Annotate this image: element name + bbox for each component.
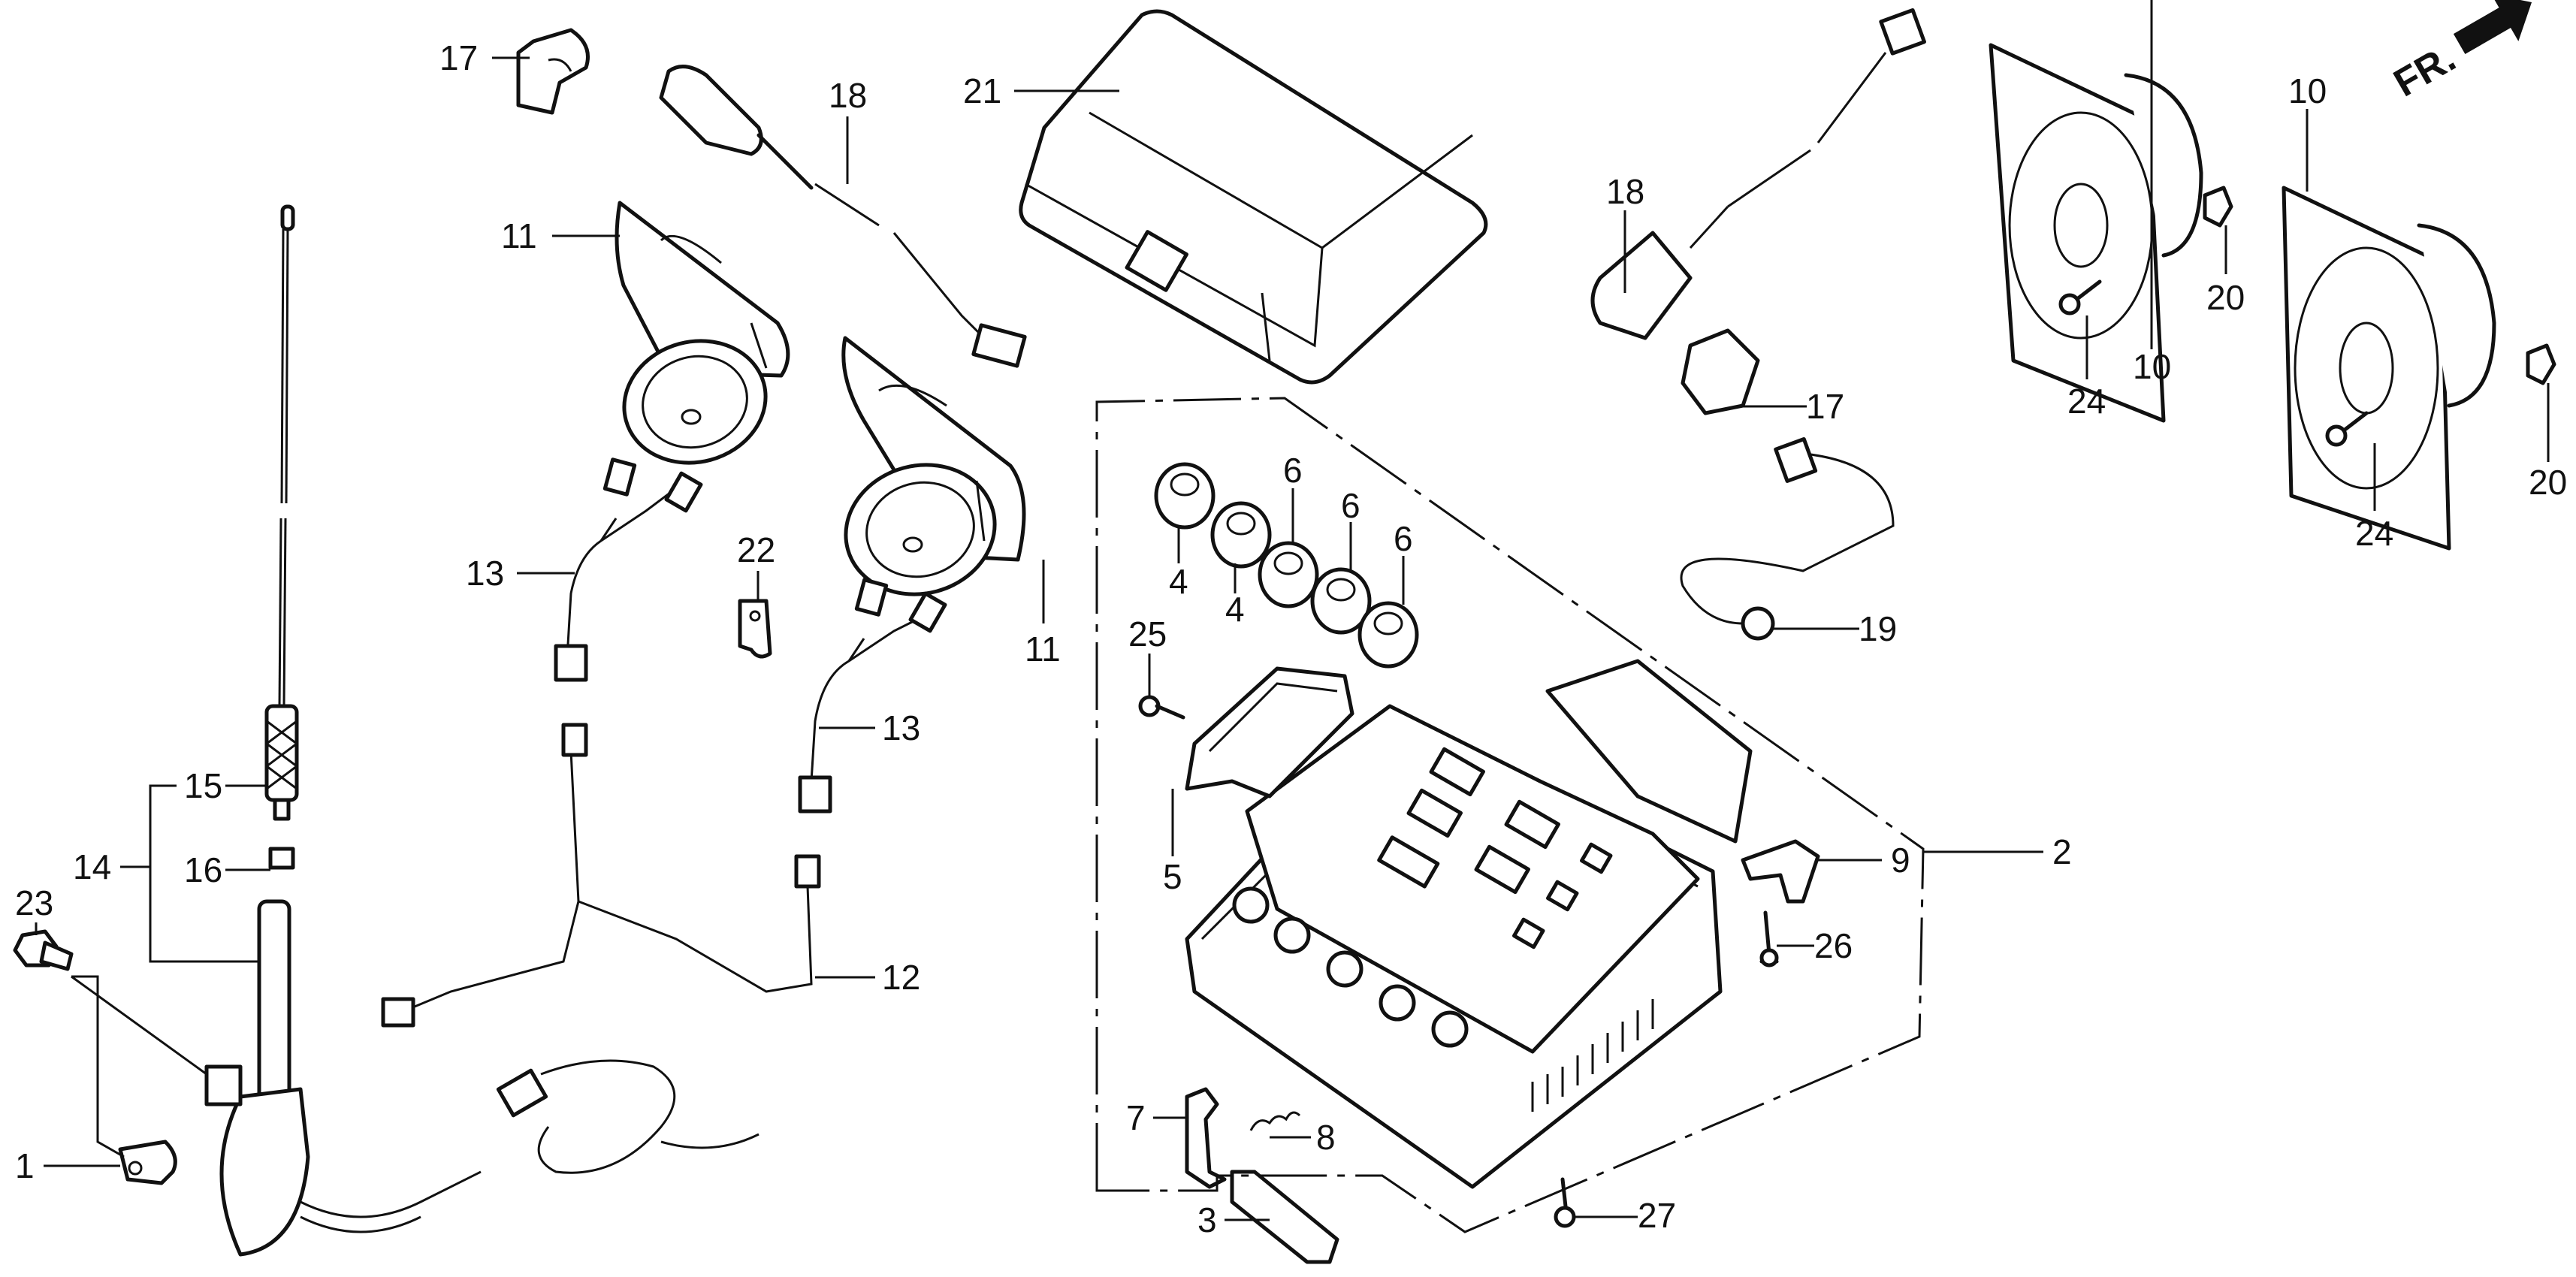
callout-6b: 6: [1341, 486, 1360, 525]
callout-6c: 6: [1394, 519, 1413, 558]
spring: [1249, 1111, 1301, 1131]
jack-holder-left: [516, 28, 590, 115]
leader-lines: [35, 0, 2550, 1221]
callout-7: 9: [1891, 841, 1910, 880]
radio-buttons: [1377, 747, 1613, 949]
speaker-clips: [2203, 186, 2556, 385]
front-speaker-2: [841, 336, 1026, 596]
callout-5: 5: [1163, 857, 1182, 896]
callout-1: 1: [15, 1146, 35, 1185]
front-speaker-1: [615, 201, 790, 465]
front-direction-marker: FR.: [2387, 0, 2532, 105]
display-lid: [1185, 666, 1354, 799]
headset-jack-cord-right: [1590, 8, 1926, 340]
callout-8: 7: [1126, 1098, 1146, 1137]
flange-bolt: [13, 929, 74, 971]
knobs: [1154, 462, 1419, 669]
jack-holder-right: [1681, 328, 1760, 415]
ground-cable: [1680, 436, 1895, 641]
callout-24b: 24: [2355, 514, 2393, 553]
callout-4b: 4: [1225, 590, 1245, 629]
screws-24: [2058, 279, 2369, 447]
callout-21: 21: [963, 71, 1001, 110]
antenna: [204, 204, 760, 1257]
callout-11-bottom: 11: [1025, 629, 1061, 669]
connector-cover: [1230, 1170, 1339, 1264]
callout-27: 27: [1638, 1196, 1676, 1235]
callout-12: 12: [882, 958, 920, 997]
callout-14: 14: [73, 847, 111, 886]
callout-18-left: 18: [829, 76, 867, 115]
mounting-bracket: [1741, 839, 1820, 904]
assembly-boundary: [1095, 397, 1925, 1233]
rear-speaker-1: [1989, 43, 2203, 423]
callout-11-top: 11: [501, 216, 537, 255]
speaker-sub-harness-2: [798, 578, 947, 814]
callout-15: 15: [184, 766, 222, 805]
harness-clamp: [738, 599, 772, 659]
callout-4a: 4: [1169, 562, 1188, 601]
callout-26: 26: [1814, 926, 1853, 965]
radio-cover: [1019, 9, 1488, 385]
callout-19: 19: [1859, 609, 1897, 648]
callout-25: 25: [1128, 614, 1167, 654]
callout-16: 16: [184, 850, 222, 889]
callout-18-right: 18: [1606, 172, 1644, 211]
callout-23: 23: [15, 883, 53, 922]
callout-13-left: 13: [466, 554, 504, 593]
antenna-clip: [118, 1140, 177, 1185]
callout-17-left: 17: [439, 38, 478, 77]
radio-dials: [1232, 886, 1469, 1048]
callout-3: 3: [1197, 1200, 1217, 1239]
callout-24a: 24: [2067, 382, 2106, 421]
callout-20a: 20: [2206, 278, 2245, 317]
callout-22: 22: [737, 530, 775, 569]
callout-10a: 10: [2133, 347, 2171, 386]
callout-labels: 17 18 21 11 11 13 22 13 12 15 14 16 23 1…: [15, 38, 2567, 1239]
callout-6a: 6: [1283, 451, 1303, 490]
callout-9: 8: [1316, 1118, 1336, 1157]
rear-speaker-2: [2282, 186, 2496, 551]
callout-13-right: 13: [882, 708, 920, 747]
speaker-harness: [381, 723, 821, 1028]
callout-17-right: 17: [1806, 387, 1844, 426]
speaker-sub-harness-1: [554, 457, 703, 682]
callout-2: 2: [2052, 832, 2072, 871]
front-arrow-icon: [2453, 0, 2532, 55]
headset-jack-cord-left: [659, 65, 1027, 368]
tapping-screw-25: [1138, 695, 1185, 720]
radio-unit: [1185, 659, 1753, 1189]
callout-20b: 20: [2529, 463, 2567, 502]
latch: [1185, 1087, 1227, 1189]
callout-10b: 10: [2288, 71, 2327, 110]
tapping-screw-26: [1759, 910, 1779, 968]
front-label: FR.: [2387, 36, 2463, 105]
